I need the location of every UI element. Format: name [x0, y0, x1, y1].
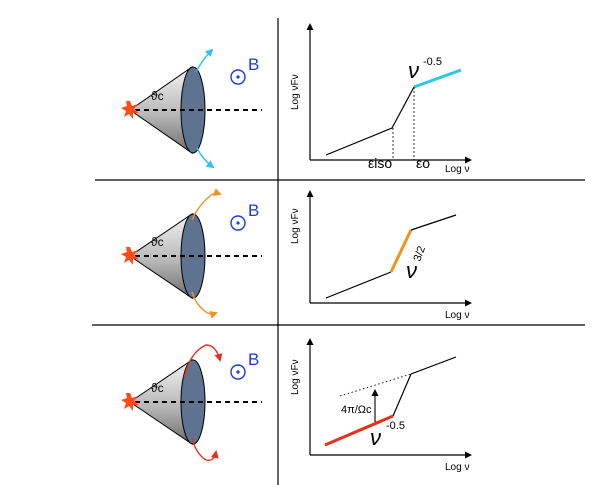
tick-label-eo: εo	[416, 155, 430, 171]
spectrum-curve	[325, 86, 415, 156]
spectrum-plot-2: Log νFν Log ν ν 3/2	[290, 190, 472, 321]
emission-arrow-top	[191, 188, 222, 221]
spectrum-curve-high	[410, 214, 457, 231]
field-label: B	[248, 201, 259, 220]
angle-label: ϑc	[151, 235, 164, 249]
slope-exponent: 3/2	[412, 245, 429, 263]
jet-schematic-3: ϑc B	[121, 344, 262, 462]
spectrum-segment-highlight	[413, 68, 462, 89]
jet-schematic-2: ϑc B	[121, 188, 262, 319]
slope-nu: ν	[370, 425, 381, 450]
slope-nu: ν	[406, 258, 417, 283]
offset-label: 4π/Ωc	[341, 404, 372, 416]
jet-schematic-1: ϑc B	[121, 48, 262, 169]
slope-exponent: -0.5	[386, 420, 405, 432]
field-label: B	[248, 55, 259, 74]
spectrum-curve-low	[325, 271, 392, 299]
spectrum-curve-high	[410, 356, 457, 375]
tick-label-eiso: εiso	[368, 155, 392, 171]
spectrum-segment-highlight	[389, 229, 413, 273]
spectrum-plot-1: Log νFν Log ν εiso εo ν -0.5	[290, 23, 472, 175]
unbeamed-reference-curve	[339, 356, 457, 397]
x-axis-label: Log ν	[445, 310, 469, 321]
emission-arrow-bottom	[191, 291, 218, 319]
field-out-of-page-icon	[230, 215, 246, 231]
spectrum-plot-3: Log νFν Log ν 4π/Ωc ν -0.5	[290, 338, 472, 473]
y-axis-label: Log νFν	[290, 208, 301, 244]
x-axis-label: Log ν	[445, 164, 469, 175]
emission-arrow-top	[195, 48, 214, 73]
slope-nu: ν	[408, 58, 419, 83]
spectrum-segment-highlight	[324, 414, 394, 447]
angle-label: ϑc	[151, 89, 164, 103]
y-axis-label: Log νFν	[290, 359, 301, 395]
slope-exponent: -0.5	[423, 56, 442, 68]
y-axis-label: Log νFν	[290, 74, 301, 110]
angle-label: ϑc	[151, 381, 164, 395]
field-out-of-page-icon	[230, 69, 246, 85]
spectrum-curve-break	[392, 373, 412, 417]
field-dot-icon	[236, 221, 240, 225]
emission-arrow-bottom	[191, 437, 219, 462]
field-dot-icon	[236, 370, 240, 374]
emission-arrow-bottom	[196, 147, 215, 169]
star-icon	[121, 393, 139, 411]
emission-arrow-top	[183, 344, 223, 379]
x-axis-label: Log ν	[445, 462, 469, 473]
field-dot-icon	[236, 75, 240, 79]
field-out-of-page-icon	[230, 364, 246, 380]
field-label: B	[248, 350, 259, 369]
star-icon	[121, 247, 139, 265]
star-icon	[121, 101, 139, 119]
